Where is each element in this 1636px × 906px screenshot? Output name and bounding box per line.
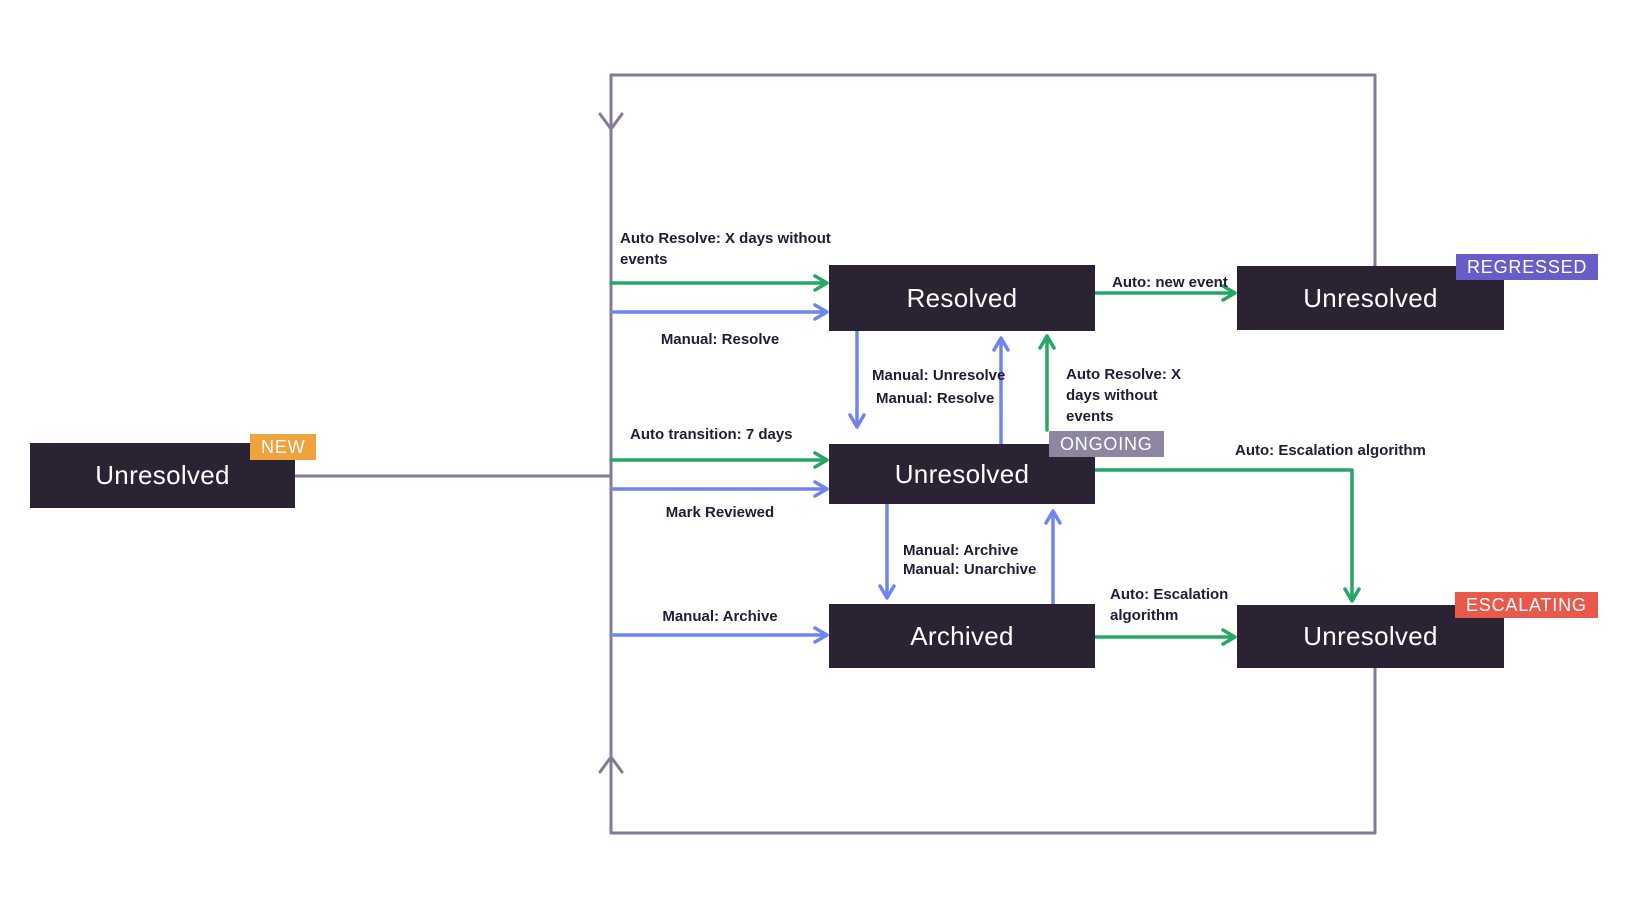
state-node-archived: Archived (829, 604, 1095, 668)
state-node-label: Archived (910, 620, 1014, 651)
state-node-label: Resolved (906, 282, 1018, 313)
edge-label-auto-transition: Auto transition: 7 days (630, 426, 793, 443)
edge-label-manual-resolve-up: Manual: Resolve (876, 390, 995, 407)
edge-auto-escalation-from-ongoing (1093, 468, 1361, 603)
loop-down-arrowhead (598, 112, 624, 131)
edge-label-manual-archive-down: Manual: Archive (903, 542, 1019, 559)
edge-label-manual-unarchive-up: Manual: Unarchive (903, 561, 1037, 578)
status-badge-new: NEW (250, 434, 317, 460)
edge-label-manual-resolve-to-resolved: Manual: Resolve (660, 331, 780, 348)
loop-return-line (609, 73, 1377, 835)
edge-label-manual-unresolve: Manual: Unresolve (872, 367, 1006, 384)
state-node-resolved: Resolved (829, 265, 1095, 331)
edge-label-auto-escalation-from-archived: Auto: Escalation algorithm (1110, 586, 1229, 624)
edge-label-auto-resolve-up: Auto Resolve: X days without events (1066, 366, 1182, 425)
status-badge-ongoing: ONGOING (1049, 431, 1164, 457)
state-node-unresolved-new: Unresolved (30, 443, 295, 508)
edge-label-auto-escalation-from-ongoing: Auto: Escalation algorithm (1235, 442, 1426, 459)
edge-label-mark-reviewed: Mark Reviewed (665, 504, 775, 521)
edge-label-manual-archive-to-archived: Manual: Archive (662, 608, 778, 625)
state-node-label: Unresolved (95, 460, 230, 490)
status-badge-escalating: ESCALATING (1455, 592, 1598, 618)
state-node-label: Unresolved (1303, 282, 1438, 313)
state-node-label: Unresolved (894, 458, 1030, 489)
edge-label-auto-resolve-to-resolved: Auto Resolve: X days without events (620, 230, 831, 268)
state-node-label: Unresolved (1303, 621, 1438, 651)
loop-up-arrowhead (598, 755, 624, 774)
edge-label-auto-new-event: Auto: new event (1112, 274, 1228, 291)
status-badge-regressed: REGRESSED (1456, 254, 1599, 280)
